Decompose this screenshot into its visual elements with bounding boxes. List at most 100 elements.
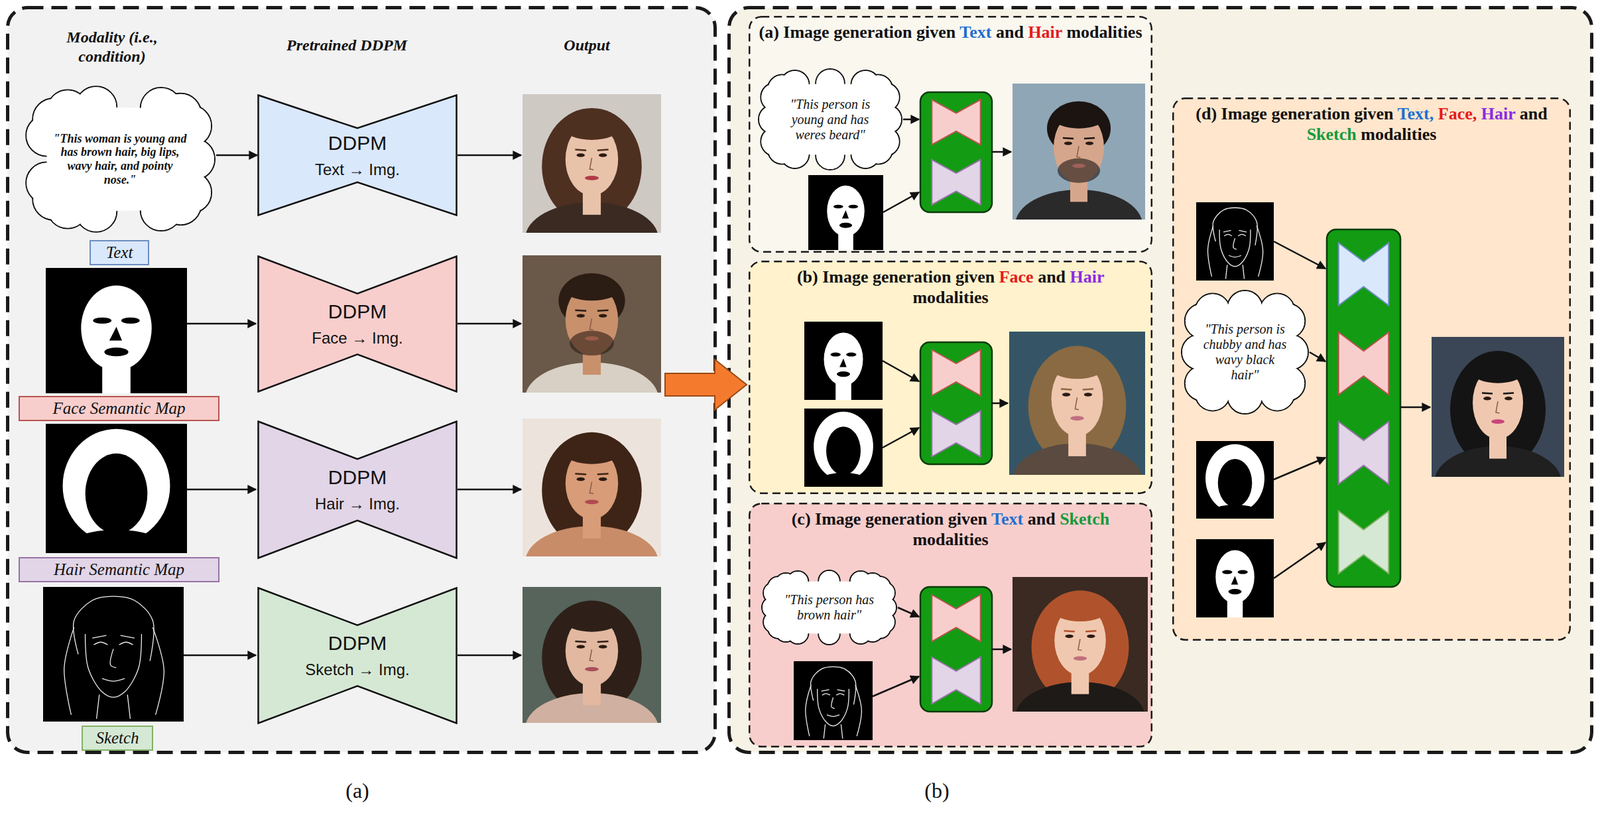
sketch-stroke — [120, 635, 135, 638]
highlighted-word: Text — [959, 22, 992, 42]
eyebrow — [597, 473, 609, 475]
panel-caption: (b) — [897, 777, 977, 804]
face-semantic-map — [1196, 539, 1274, 618]
highlighted-word: Face — [999, 267, 1034, 287]
eyebrow — [597, 310, 609, 311]
photo-background — [1009, 331, 1146, 475]
flow-arrow — [1273, 457, 1326, 480]
column-header: Output — [530, 35, 644, 56]
portrait-photo — [522, 418, 662, 557]
map-face — [1215, 550, 1255, 604]
eyebrow — [1084, 137, 1095, 139]
fusion-block-body — [920, 586, 992, 712]
flow-arrow — [186, 322, 256, 325]
cloud-core — [1199, 308, 1292, 397]
ddpm-outline — [258, 421, 457, 559]
sketch-stroke — [1224, 234, 1232, 236]
eyebrow — [597, 149, 609, 151]
sketch-stroke — [1223, 230, 1232, 232]
fringe — [1052, 105, 1106, 129]
eye — [1504, 396, 1513, 400]
lips — [1072, 163, 1086, 169]
sketch-stroke — [118, 641, 133, 645]
portrait-photo — [522, 94, 662, 233]
ddpm-shape — [257, 94, 458, 217]
panel-heading: (a) Image generation given Text and Hair… — [758, 21, 1143, 43]
eyebrow — [574, 641, 587, 642]
map-background — [804, 321, 883, 400]
map-nose — [839, 358, 847, 367]
sketch-stroke — [836, 693, 845, 695]
connector-arrow — [216, 154, 258, 157]
transition-arrow — [665, 359, 747, 410]
tag-text: Hair Semantic Map — [53, 559, 185, 580]
mini-ddpm — [1338, 510, 1389, 573]
fusion-block — [920, 342, 992, 465]
tag-text: Face Semantic Map — [53, 398, 186, 419]
panel-caption: (a) — [317, 777, 398, 804]
mini-ddpm — [931, 657, 981, 705]
map-face — [826, 185, 865, 237]
face-semantic-map — [45, 267, 187, 394]
ddpm-model: DDPMText → Img. — [257, 94, 458, 217]
photo-background — [1012, 83, 1146, 220]
flow-arrow — [882, 360, 920, 382]
label-holder: Modality (i.e., condition) — [42, 27, 182, 67]
mini-ddpm — [931, 99, 981, 145]
highlighted-word: Face, — [1438, 104, 1477, 124]
mini-ddpm — [1338, 332, 1389, 395]
sketch-stroke — [1242, 264, 1244, 279]
eye — [1086, 634, 1095, 638]
eyebrow — [1060, 388, 1072, 390]
flow-arrow — [457, 488, 522, 491]
sketch-stroke — [836, 689, 845, 691]
fusion-block — [920, 586, 992, 712]
panel-outline — [7, 7, 716, 753]
illustration-group — [804, 321, 1146, 518]
column-header: Modality (i.e., condition) — [42, 27, 182, 67]
fringe — [1050, 354, 1105, 380]
sketch-stroke — [1219, 229, 1251, 266]
photo-background — [522, 418, 662, 557]
prompt-text: "This person is young and has weres bear… — [777, 96, 883, 143]
sketch-stroke — [110, 648, 117, 668]
fringe — [564, 608, 620, 632]
portrait-photo — [1009, 331, 1146, 475]
eyebrow — [574, 473, 587, 475]
sketch-stroke — [805, 684, 811, 737]
sketch-stroke — [821, 689, 830, 691]
mini-ddpm — [931, 350, 981, 396]
fusion-block-body — [920, 342, 992, 465]
ddpm-outline — [258, 95, 457, 216]
flow-arrow — [897, 607, 920, 617]
sketch-stroke — [831, 697, 835, 709]
model-mapping: Text → Img. — [314, 160, 400, 180]
eyebrow — [597, 641, 609, 642]
eye — [1084, 392, 1093, 397]
sketch-stroke — [1233, 238, 1237, 250]
sketch-stroke — [817, 688, 850, 727]
example-panel: (b) Image generation given Face and Hair… — [747, 259, 1154, 495]
hair-semantic-map — [45, 423, 187, 554]
panel-outline — [1172, 98, 1571, 640]
sketch-image — [43, 586, 184, 722]
map-mouth — [836, 371, 851, 377]
nose — [589, 482, 594, 494]
sketch-stroke — [96, 694, 100, 719]
eye — [598, 313, 608, 317]
photo-background — [522, 586, 662, 723]
tag-text: Sketch — [95, 728, 139, 748]
eye — [1062, 392, 1071, 397]
lips — [1073, 656, 1087, 661]
eyebrow — [1503, 392, 1514, 394]
eyebrow — [1082, 388, 1094, 390]
cloud-core — [773, 83, 888, 156]
portrait-photo — [522, 255, 662, 393]
fringe — [564, 116, 620, 140]
map-eye — [92, 317, 112, 324]
flow-arrow — [457, 322, 522, 325]
eye — [576, 313, 586, 317]
model-name: DDPM — [328, 299, 387, 324]
sketch-stroke — [1212, 207, 1258, 246]
sketch-background — [43, 586, 184, 722]
